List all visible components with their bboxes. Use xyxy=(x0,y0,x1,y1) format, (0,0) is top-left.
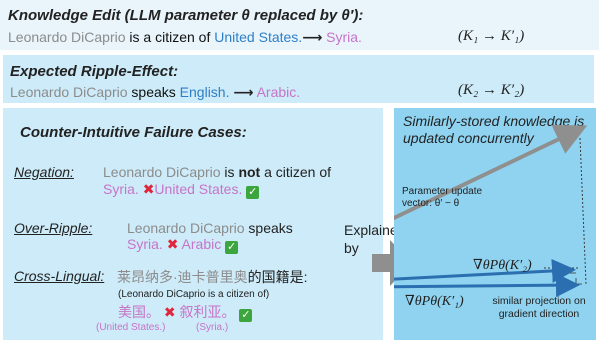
knowledge-edit-title: Knowledge Edit (LLM parameter θ replaced… xyxy=(8,7,364,24)
check-mark-icon: ✓ xyxy=(225,241,239,254)
concurrent-update-title: Similarly-stored knowledge is updated co… xyxy=(403,113,585,146)
over-ripple-label: Over-Ripple: xyxy=(14,220,93,236)
over-ripple-wrong: Syria. xyxy=(127,236,163,252)
over-ripple-relation: speaks xyxy=(248,220,293,236)
parameter-update-vector xyxy=(394,124,588,221)
check-mark-icon: ✓ xyxy=(239,309,253,322)
right-angle-mark xyxy=(575,278,582,285)
arrow-right-icon: ⟶ xyxy=(302,29,323,45)
knowledge-edit-box xyxy=(0,0,599,50)
explained-by-text: Explained by xyxy=(344,222,406,256)
negation-is: is xyxy=(224,164,235,180)
cross-lingual-zh-relation: 的国籍是: xyxy=(247,269,308,285)
ripple-relation: speaks xyxy=(131,84,176,100)
failure-cases-box xyxy=(3,108,383,340)
negation-not: not xyxy=(238,164,261,180)
cross-lingual-line1: 莱昂纳多·迪卡普里奥的国籍是: xyxy=(117,267,308,287)
gray-block-arrow-icon xyxy=(372,240,412,286)
ripple-old-object: English. xyxy=(179,84,230,100)
cross-lingual-right-gloss: (Syria.) xyxy=(196,322,229,333)
negation-rest: a citizen of xyxy=(264,164,332,180)
ripple-effect-title: Expected Ripple-Effect: xyxy=(10,63,179,80)
ripple-subject: Leonardo DiCaprio xyxy=(10,84,128,100)
ripple-effect-box xyxy=(3,55,594,103)
negation-line2: Syria. ✖United States. ✓ xyxy=(103,181,260,199)
failure-cases-title: Counter-Intuitive Failure Cases: xyxy=(20,124,247,141)
grad-k1-label: ∇θPθ(K′₁) xyxy=(405,294,464,309)
cross-lingual-gloss: (Leonardo DiCaprio is a citizen of) xyxy=(118,289,270,300)
grad-k2-label: ∇θPθ(K′₂) xyxy=(473,258,532,273)
negation-subject: Leonardo DiCaprio xyxy=(103,164,221,180)
cross-lingual-zh-subject: 莱昂纳多·迪卡普里奥 xyxy=(117,269,248,285)
knowledge-edit-sentence: Leonardo DiCaprio is a citizen of United… xyxy=(8,29,362,46)
ripple-formula: (K₂ → K′₂) xyxy=(458,82,525,98)
edit-formula: (K₁ → K′₁) xyxy=(458,28,525,44)
cross-mark-icon: ✖ xyxy=(163,304,176,320)
negation-wrong: Syria. xyxy=(103,181,139,197)
cross-mark-icon: ✖ xyxy=(166,236,179,252)
over-ripple-line1: Leonardo DiCaprio speaks xyxy=(127,220,293,236)
ripple-effect-sentence: Leonardo DiCaprio speaks English. ⟶ Arab… xyxy=(10,84,300,101)
arrow-right-icon: ⟶ xyxy=(233,84,254,100)
vector-diagram xyxy=(394,124,588,298)
gradient-k1-vector xyxy=(394,273,580,298)
negation-label: Negation: xyxy=(14,164,74,180)
negation-right: United States. xyxy=(154,181,243,197)
cross-lingual-right: 叙利亚。 xyxy=(179,304,236,320)
update-vector-label: Parameter update vector: θ′ − θ xyxy=(402,186,483,209)
cross-lingual-label: Cross-Lingual: xyxy=(14,268,105,284)
edit-new-object: Syria. xyxy=(326,29,362,45)
cross-mark-icon: ✖ xyxy=(142,181,155,197)
edit-old-object: United States. xyxy=(214,29,303,45)
edit-relation: is a citizen of xyxy=(129,29,211,45)
gradient-k2-vector xyxy=(394,258,576,283)
over-ripple-right: Arabic xyxy=(181,236,222,252)
cross-lingual-wrong: 美国。 xyxy=(118,304,160,320)
over-ripple-line2: Syria. ✖ Arabic ✓ xyxy=(127,236,239,254)
cross-lingual-line2: 美国。 ✖ 叙利亚。 ✓ xyxy=(118,302,253,322)
ripple-new-object: Arabic. xyxy=(256,84,301,100)
negation-line1: Leonardo DiCaprio is not a citizen of xyxy=(103,164,331,180)
projection-line-vertical xyxy=(579,137,587,285)
check-mark-icon: ✓ xyxy=(246,186,260,199)
cross-lingual-wrong-gloss: (United States.) xyxy=(96,322,166,333)
edit-subject: Leonardo DiCaprio xyxy=(8,29,126,45)
over-ripple-subject: Leonardo DiCaprio xyxy=(127,220,245,236)
projection-note: similar projection on gradient direction xyxy=(492,295,586,320)
